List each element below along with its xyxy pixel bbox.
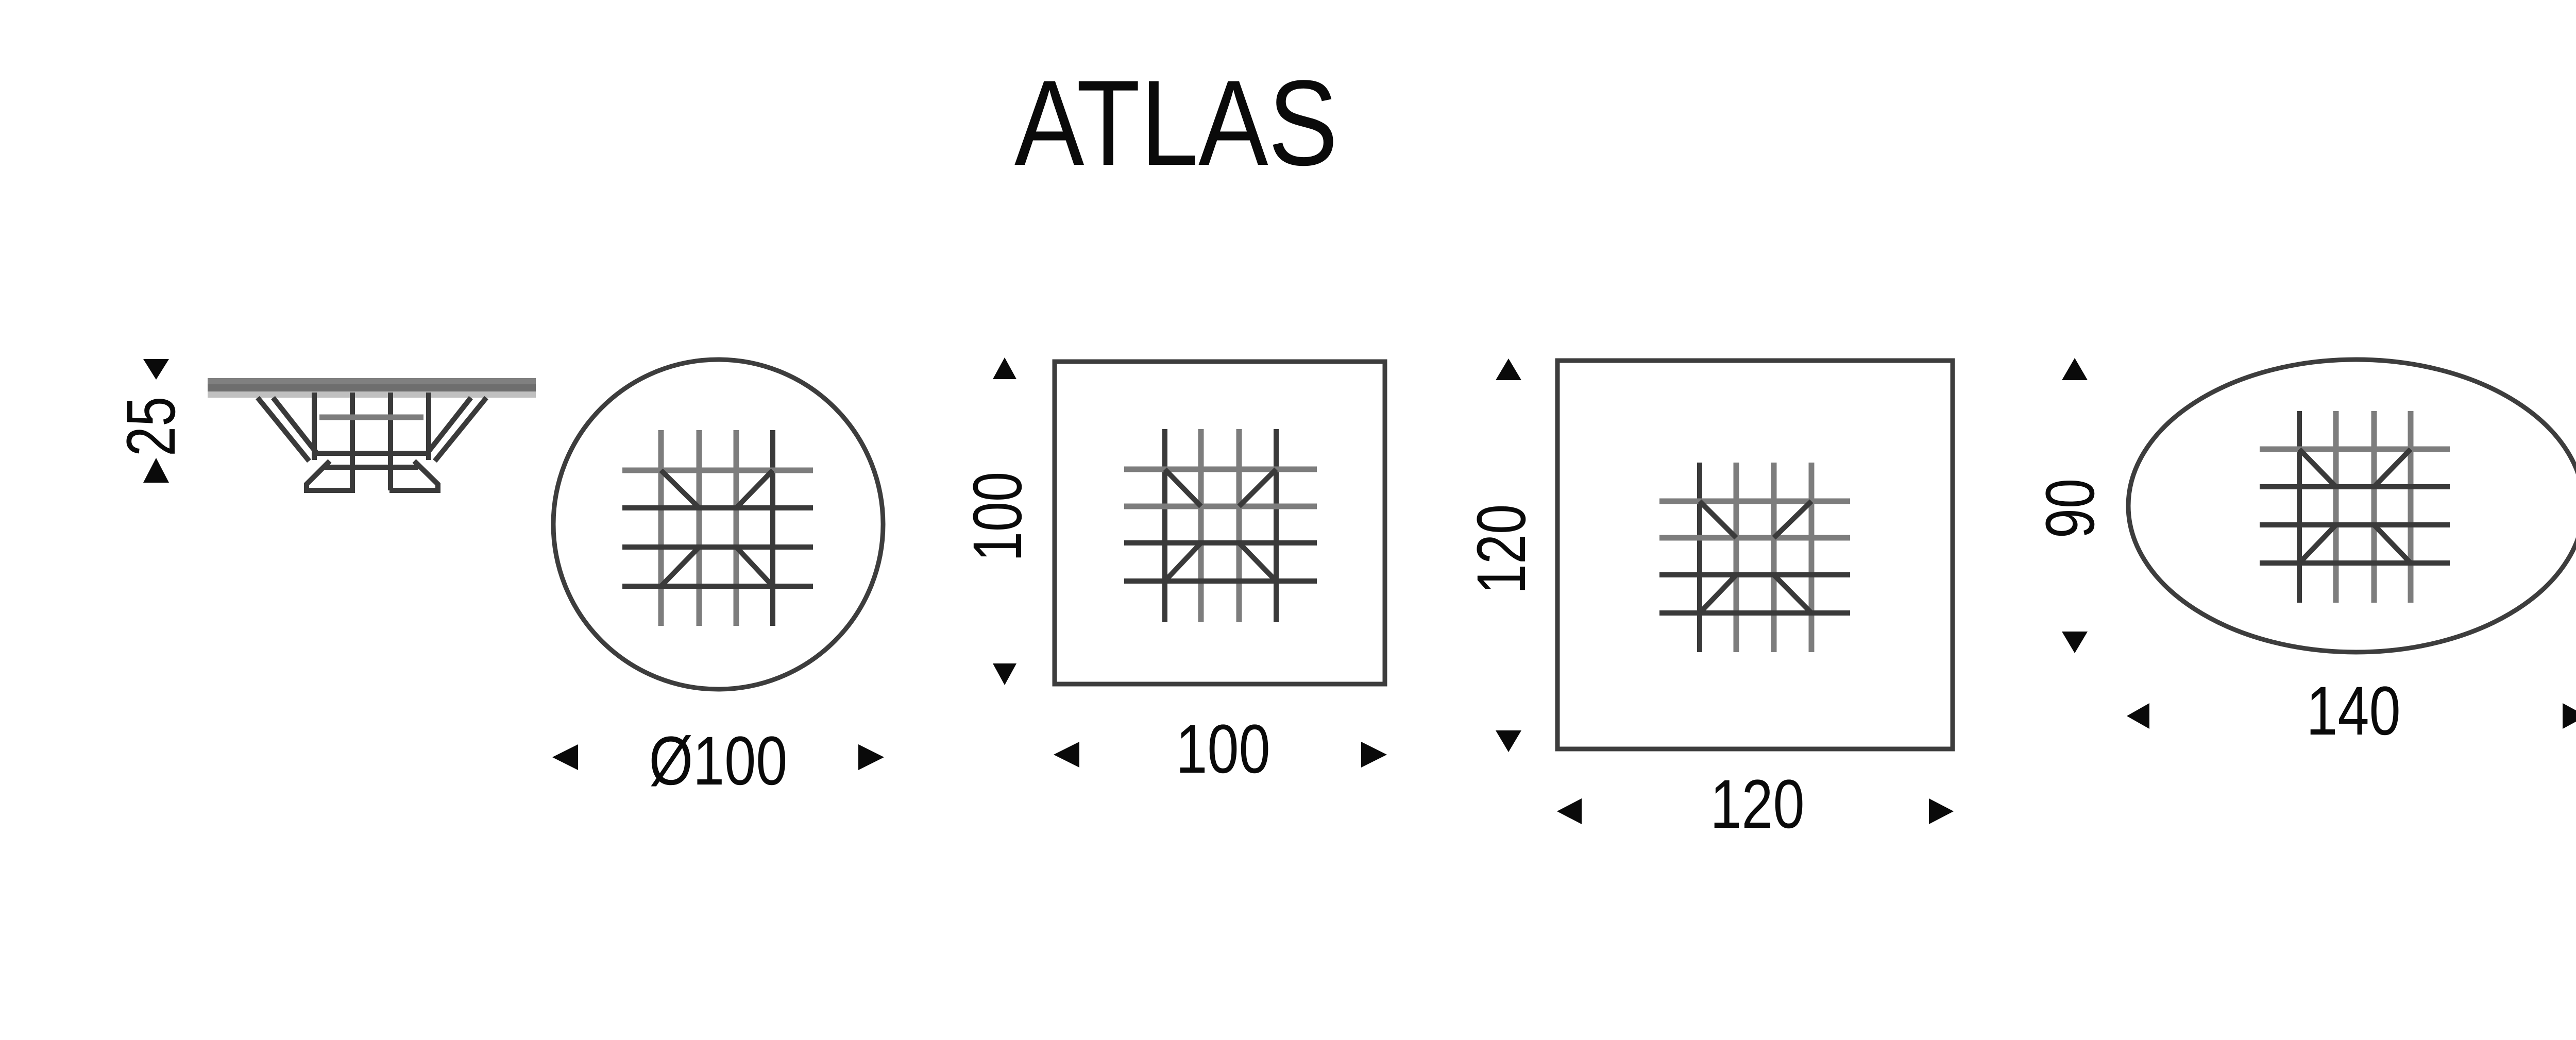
product-title: ATLAS <box>1014 55 1338 191</box>
square-100-table-view: 100 100 <box>959 357 1387 787</box>
square-100-top-outline <box>1052 359 1387 687</box>
side-height-dimension: 25 <box>113 359 190 483</box>
arrow-left-icon <box>552 744 578 770</box>
arrow-up-icon <box>143 458 169 483</box>
arrow-up-icon <box>993 357 1016 379</box>
square-120-top-outline <box>1555 358 1955 752</box>
arrow-left-icon <box>1557 798 1582 824</box>
side-view-table-icon <box>208 378 536 493</box>
title-block: ATLAS <box>1014 55 1338 191</box>
square-120-height-dimension: 120 <box>1463 359 1540 752</box>
round-table-view: Ø100 <box>551 357 886 799</box>
oval-table-view: 90 140 <box>2032 357 2576 749</box>
arrow-up-icon <box>1496 359 1521 380</box>
arrow-up-icon <box>2062 358 2088 380</box>
round-width-label: Ø100 <box>649 722 788 799</box>
arrow-left-icon <box>1054 742 1079 768</box>
arrow-down-icon <box>993 663 1016 685</box>
square-120-height-label: 120 <box>1463 504 1540 594</box>
base-grid-icon <box>1124 429 1317 622</box>
arrow-down-icon <box>1496 730 1521 752</box>
round-top-outline <box>551 357 886 692</box>
arrow-down-icon <box>143 359 169 380</box>
base-grid-icon <box>2260 411 2450 603</box>
square-100-width-dimension: 100 <box>1054 710 1387 788</box>
square-100-height-label: 100 <box>959 472 1036 561</box>
oval-width-label: 140 <box>2306 672 2400 749</box>
square-100-width-label: 100 <box>1176 710 1270 788</box>
square-100-height-dimension: 100 <box>959 357 1036 685</box>
oval-width-dimension: 140 <box>2127 672 2576 749</box>
square-120-width-dimension: 120 <box>1557 765 1954 843</box>
arrow-right-icon <box>1361 742 1387 768</box>
oval-height-dimension: 90 <box>2032 358 2109 653</box>
round-width-dimension: Ø100 <box>552 722 884 799</box>
arrow-right-icon <box>1929 798 1954 824</box>
square-120-width-label: 120 <box>1710 765 1804 843</box>
arrow-down-icon <box>2062 632 2088 653</box>
arrow-left-icon <box>2127 703 2149 729</box>
base-grid-icon <box>1659 463 1850 652</box>
side-height-label: 25 <box>113 397 190 456</box>
square-120-table-view: 120 120 <box>1463 358 1955 843</box>
base-grid-icon <box>622 430 813 626</box>
oval-top-outline <box>2126 357 2576 655</box>
arrow-right-icon <box>858 744 884 770</box>
oval-height-label: 90 <box>2032 479 2109 538</box>
arrow-right-icon <box>2563 703 2576 729</box>
side-view: 25 <box>113 359 536 493</box>
